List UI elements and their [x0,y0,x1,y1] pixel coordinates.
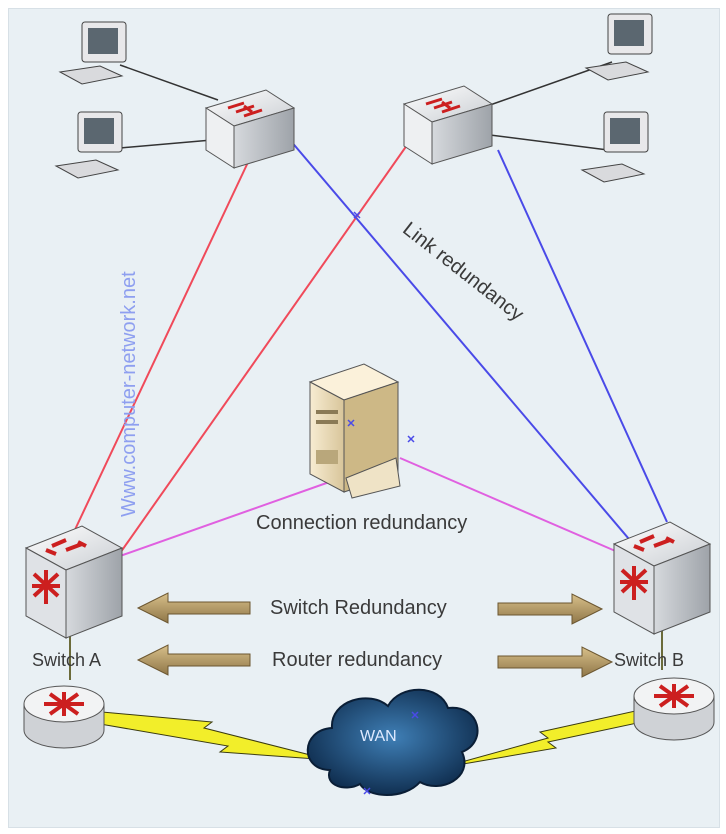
arrow-right [497,646,614,678]
router-left-icon[interactable] [23,685,105,749]
wan-cloud-icon[interactable] [306,688,479,796]
arrow-left [136,644,251,676]
switch-b-icon[interactable] [612,521,712,635]
blue-link-cross [289,139,641,553]
switch-a-label: Switch A [32,650,102,670]
access-switch-left[interactable] [204,89,296,169]
pc-icon[interactable] [584,13,653,81]
switch-redundancy-arrows [136,592,604,625]
pc-link-tl2 [119,139,213,149]
wan-label: WAN [360,728,397,745]
pc-icon[interactable] [580,111,649,183]
pc-link-tr2 [489,134,609,151]
redundant-links [71,137,668,557]
switch-a-icon[interactable] [24,525,124,639]
pc-icon[interactable] [58,21,127,85]
server-icon[interactable] [308,363,401,499]
red-link-cross [117,137,413,557]
uplinks [69,630,663,680]
blue-link-right [497,149,668,523]
router-right-icon[interactable] [633,677,715,741]
switch-b-label: Switch B [614,650,685,670]
pc-links [119,61,613,151]
access-switch-right[interactable] [402,85,494,165]
watermark-text: Www.computer-network.net [118,271,140,517]
arrow-right [497,593,604,625]
magenta-link-left [119,479,336,557]
pc-link-tl1 [119,64,219,101]
arrow-left [136,592,251,624]
red-link-left [71,157,251,537]
pc-icon[interactable] [54,111,123,179]
connection-redundancy-label: Connection redundancy [256,512,468,534]
router-redundancy-arrows [136,644,614,678]
switch-redundancy-label: Switch Redundancy [270,597,447,619]
link-markers [347,211,419,795]
magenta-link-right [399,457,621,554]
wan-link-right [439,709,643,769]
router-redundancy-label: Router redundancy [272,649,443,671]
wan-links [99,709,643,769]
wan-link-left [99,711,331,761]
